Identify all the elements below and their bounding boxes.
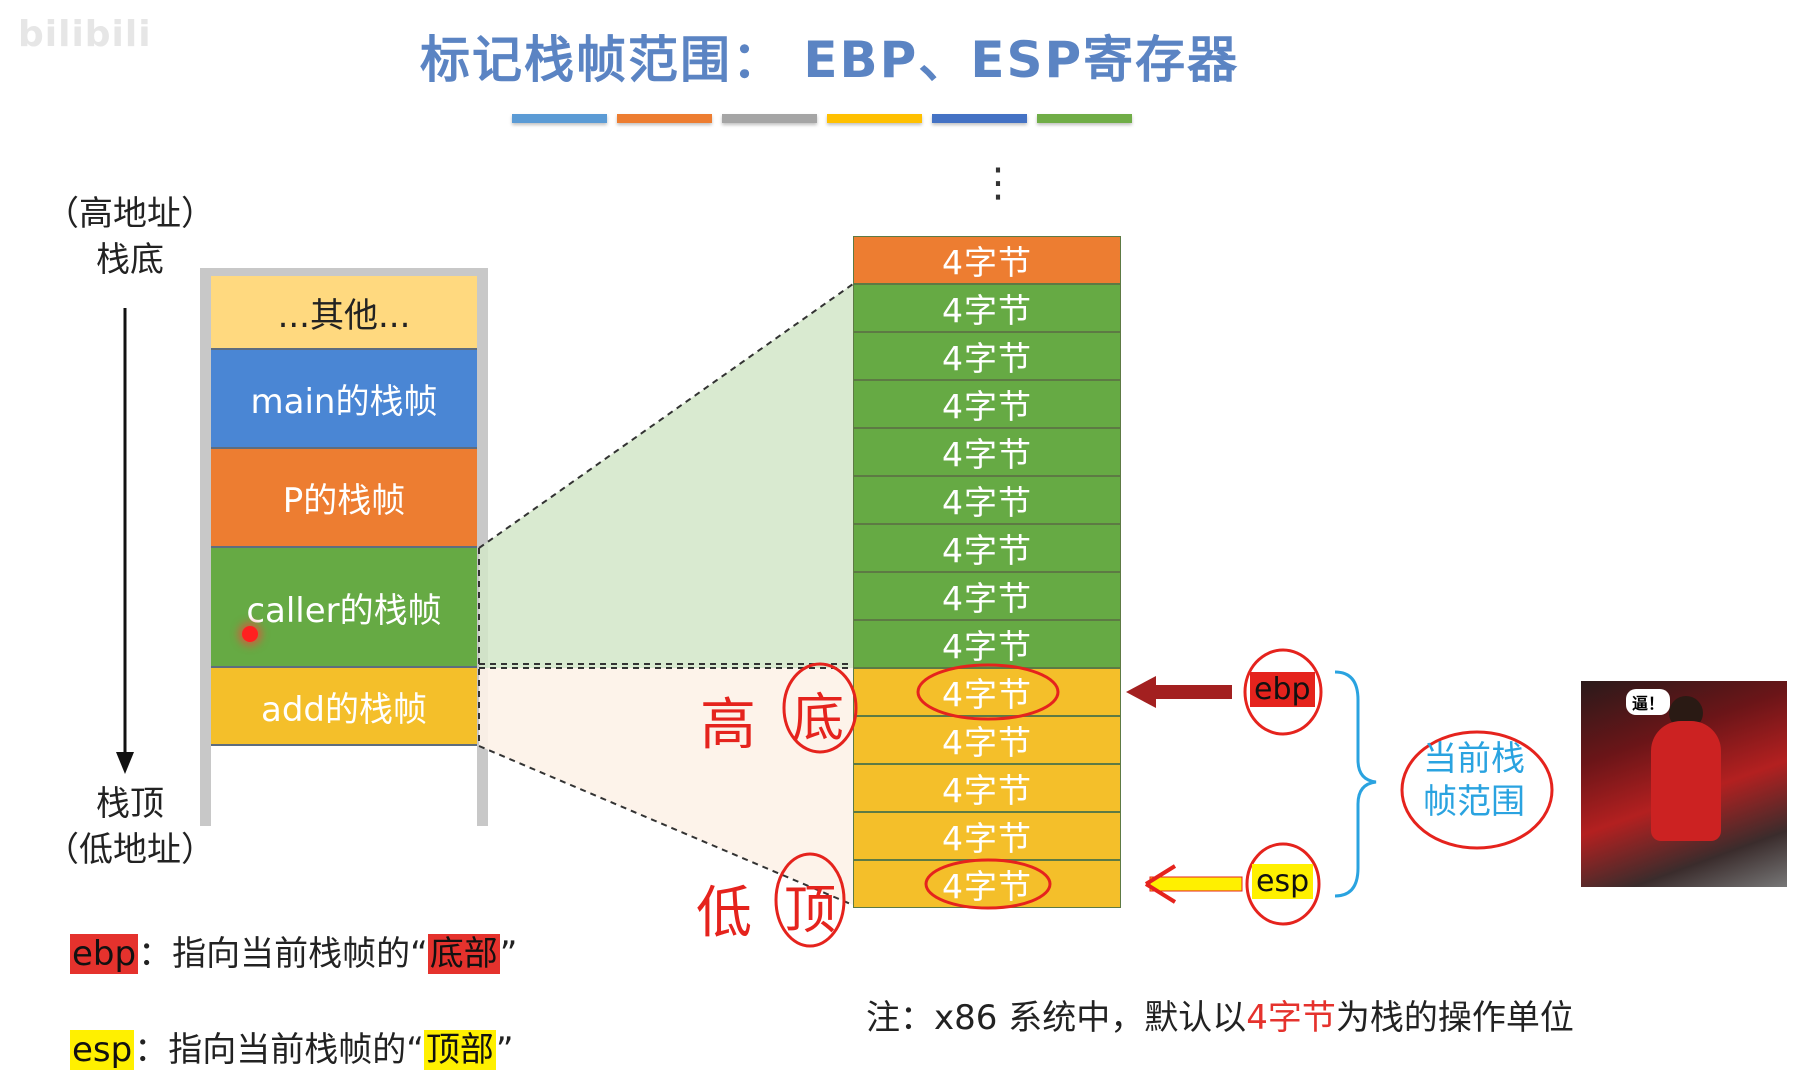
footnote-red: 4字节 bbox=[1246, 998, 1336, 1038]
ebp-arrowhead-icon bbox=[1126, 676, 1156, 708]
ebp-note-end: ” bbox=[500, 934, 518, 974]
ebp-note: ebp：指向当前栈帧的“底部” bbox=[70, 926, 517, 975]
handwritten-bottom: 底 bbox=[792, 676, 844, 751]
esp-note-end: ” bbox=[496, 1030, 514, 1070]
ebp-note-text: ：指向当前栈帧的“ bbox=[138, 934, 428, 974]
esp-pointer-label: esp bbox=[1252, 864, 1313, 899]
esp-note: esp：指向当前栈帧的“顶部” bbox=[70, 1022, 513, 1071]
esp-note-text: ：指向当前栈帧的“ bbox=[134, 1030, 424, 1070]
photo-caption: 逼！ bbox=[1626, 689, 1670, 715]
circle-esp-cell bbox=[926, 860, 1050, 908]
ebp-arrow-shaft bbox=[1152, 685, 1232, 699]
footnote: 注：x86 系统中，默认以4字节为栈的操作单位 bbox=[866, 990, 1574, 1039]
ebp-note-tag: ebp bbox=[70, 934, 138, 974]
esp-note-highlight: 顶部 bbox=[424, 1030, 496, 1070]
handwritten-top: 顶 bbox=[784, 868, 836, 943]
handwritten-low: 低 bbox=[696, 868, 752, 949]
reaction-photo: 逼！ bbox=[1581, 681, 1787, 887]
ebp-note-highlight: 底部 bbox=[428, 934, 500, 974]
handwritten-high: 高 bbox=[700, 680, 756, 761]
photo-person-body bbox=[1651, 721, 1721, 841]
circle-ebp-cell bbox=[918, 665, 1058, 719]
esp-note-tag: esp bbox=[70, 1030, 134, 1070]
ebp-pointer-label: ebp bbox=[1250, 672, 1315, 707]
frame-range-brace bbox=[1335, 672, 1376, 896]
footnote-post: 为栈的操作单位 bbox=[1336, 998, 1574, 1038]
current-frame-range-label: 当前栈帧范围 bbox=[1410, 738, 1538, 823]
footnote-pre: 注：x86 系统中，默认以 bbox=[866, 998, 1246, 1038]
